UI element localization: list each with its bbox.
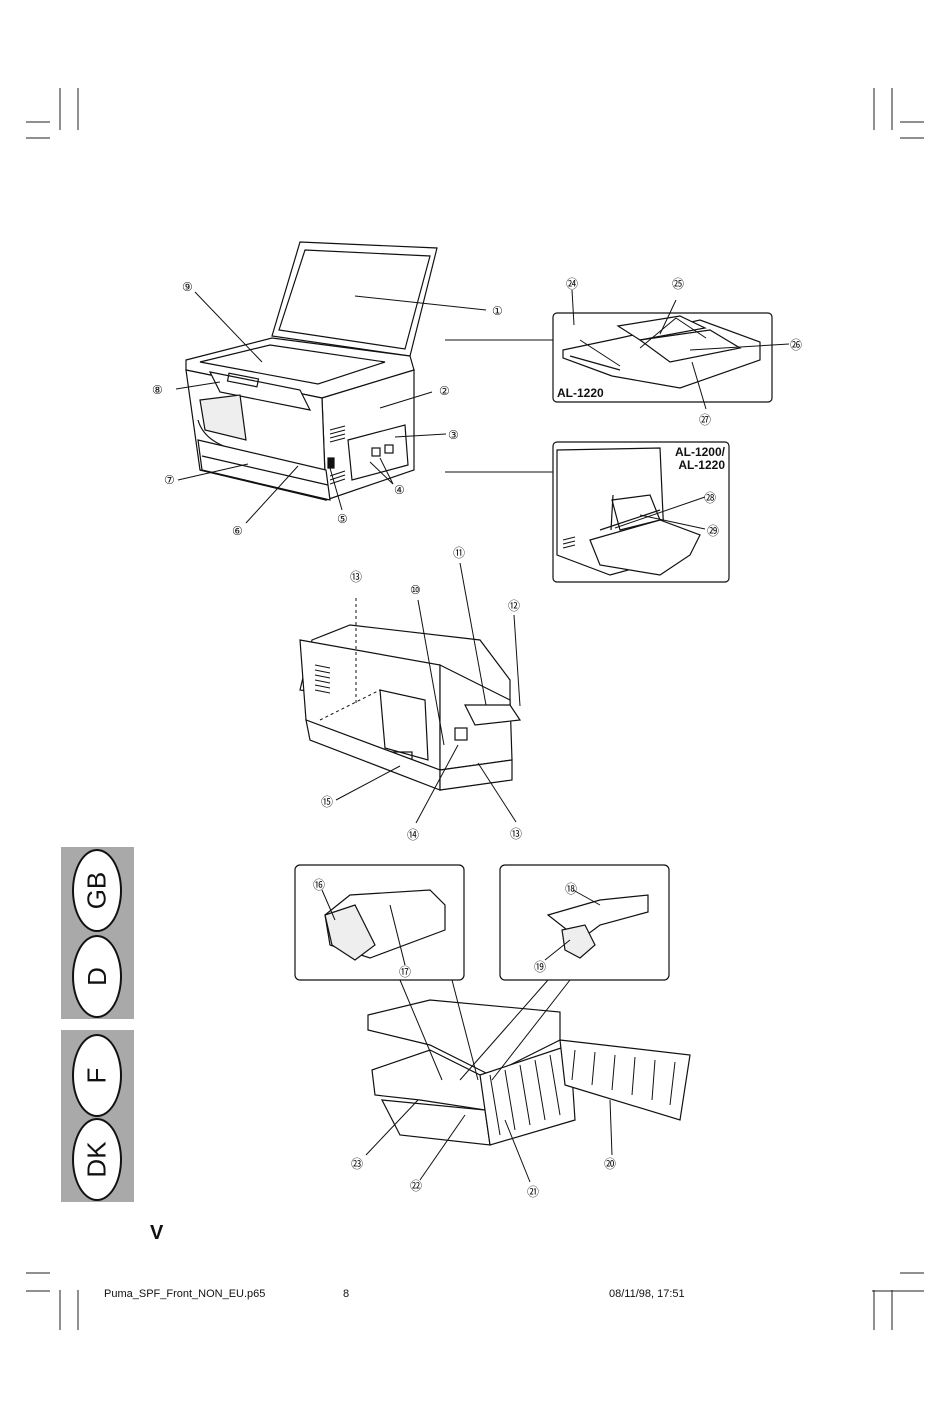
callout-10: ⑩: [410, 583, 421, 597]
callout-18: ⑱: [565, 882, 578, 896]
footer-page-number: 8: [343, 1288, 350, 1300]
language-tab-f-label: F: [81, 1067, 112, 1084]
callout-27: ㉗: [699, 413, 712, 427]
language-tab-dk: DK: [72, 1118, 122, 1201]
bypass-model-label: AL-1200/ AL-1220: [655, 446, 725, 472]
callout-8: ⑧: [152, 383, 163, 397]
leader-lines-rear: [335, 562, 521, 824]
language-tab-d: D: [72, 935, 122, 1018]
callout-26: ㉖: [790, 338, 803, 352]
callout-29: ㉙: [707, 524, 720, 538]
language-tab-gb: GB: [72, 849, 122, 932]
language-tab-d-label: D: [81, 967, 112, 986]
spf-inset: [552, 289, 790, 410]
footer-filename: Puma_SPF_Front_NON_EU.p65: [104, 1288, 266, 1300]
callout-12: ⑫: [508, 599, 521, 613]
callout-22: ㉒: [410, 1179, 423, 1193]
toner-inset: [294, 864, 465, 981]
callout-23: ㉓: [351, 1157, 364, 1171]
page-letter: V: [150, 1222, 164, 1244]
callout-13-bottom: ⑬: [510, 827, 523, 841]
callout-9: ⑨: [182, 280, 193, 294]
spf-model-label: AL-1220: [557, 386, 604, 400]
callout-15: ⑮: [321, 795, 334, 809]
footer-timestamp: 08/11/98, 17:51: [609, 1288, 685, 1300]
callout-17: ⑰: [399, 965, 412, 979]
language-tab-group-1: GB D: [61, 847, 134, 1019]
leader-lines-front: [175, 291, 553, 524]
callout-2: ②: [439, 384, 450, 398]
language-tab-f: F: [72, 1034, 122, 1117]
callout-3: ③: [448, 428, 459, 442]
copier-rear-drawing: [299, 598, 522, 791]
leader-lines-open: [365, 1099, 613, 1183]
callout-25: ㉕: [672, 277, 685, 291]
callout-16: ⑯: [313, 878, 326, 892]
callout-28: ㉘: [704, 491, 717, 505]
callout-19: ⑲: [534, 960, 547, 974]
callout-21: ㉑: [527, 1185, 540, 1199]
language-tab-gb-label: GB: [81, 871, 112, 910]
bypass-inset: [552, 441, 730, 583]
bypass-model-line1: AL-1200/: [674, 445, 725, 459]
drum-inset: [499, 864, 670, 981]
callout-4: ④: [394, 483, 405, 497]
callout-11: ⑪: [453, 546, 466, 560]
callout-13-top: ⑬: [350, 570, 363, 584]
copier-open-drawing: [367, 979, 691, 1146]
callout-5: ⑤: [337, 512, 348, 526]
callout-20: ⑳: [604, 1157, 617, 1171]
callout-7: ⑦: [164, 473, 175, 487]
callout-6: ⑥: [232, 524, 243, 538]
crop-marks: [26, 88, 924, 1330]
callout-24: ㉔: [566, 277, 579, 291]
bypass-model-line2: AL-1220: [678, 458, 725, 472]
language-tab-group-2: F DK: [61, 1030, 134, 1202]
callout-1: ①: [492, 304, 503, 318]
language-tab-dk-label: DK: [81, 1141, 112, 1178]
callout-14: ⑭: [407, 828, 420, 842]
copier-front-drawing: [185, 241, 438, 501]
